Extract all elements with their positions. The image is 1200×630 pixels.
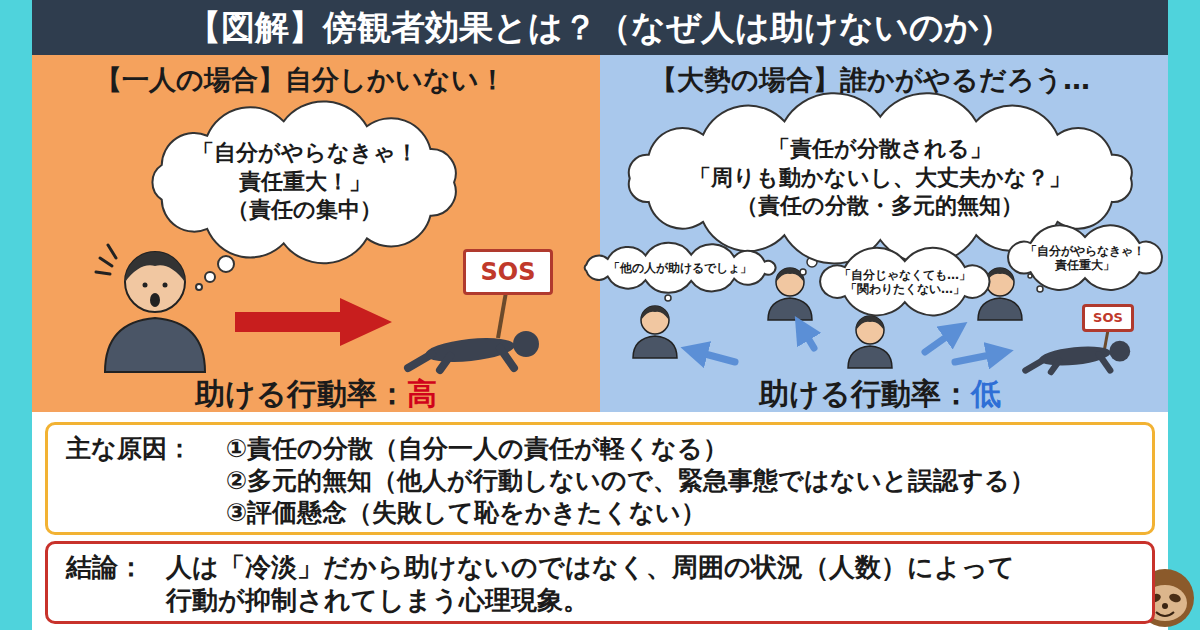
thought-text: 「自分じゃなくても…」 — [839, 268, 971, 282]
fallen-person — [408, 331, 539, 370]
thought-text: 「責任が分散される」 — [768, 135, 992, 164]
rate-text: 助ける行動率： — [195, 375, 407, 413]
sos-sign: SOS — [1082, 304, 1133, 332]
summary-ground — [32, 412, 1168, 630]
rate-text: 低 — [971, 375, 1001, 413]
box-heading: 主な原因： — [66, 433, 192, 464]
box-line: ①責任の分散（自分一人の責任が軽くなる） — [226, 433, 728, 464]
summary-box: 結論： 人は「冷淡」だから助けないのではなく、周囲の状況（人数）によって行動が抑制… — [45, 541, 1155, 624]
thought-bubble: 「他の人が助けるでしょ」 — [575, 246, 784, 290]
thought-text: 「周りも動かないし、大丈夫かな？」 — [689, 164, 1071, 193]
box-heading: 結論： — [66, 551, 144, 584]
box-line: ③評価懸念（失敗して恥をかきたくない） — [226, 497, 706, 528]
box-line: 行動が抑制されてしまう心理現象。 — [166, 584, 589, 617]
rate-text: 助ける行動率： — [759, 375, 971, 413]
fallen-person — [1025, 341, 1130, 372]
scene-panel: 「責任が分散される」「周りも動かないし、大丈夫かな？」（責任の分散・多元的無知）… — [600, 55, 1168, 412]
thought-text: 「自分がやらなきゃ！ — [1025, 244, 1145, 258]
helper-person — [105, 252, 205, 372]
thought-bubble: 「自分がやらなきゃ！責任重大！」（責任の集中） — [138, 103, 472, 262]
bystander — [848, 316, 892, 368]
thought-text: 責任重大」 — [1055, 258, 1115, 272]
thought-text: 「他の人が助けるでしょ」 — [608, 261, 752, 275]
sign-text: SOS — [480, 258, 535, 287]
sign-text: SOS — [1093, 310, 1123, 326]
page-title: 【図解】傍観者効果とは？（なぜ人は助けないのか） — [32, 0, 1168, 55]
bystander — [633, 306, 677, 358]
shock-marks — [96, 245, 116, 274]
summary-box: 主な原因： ①責任の分散（自分一人の責任が軽くなる）②多元的無知（他人が行動しない… — [45, 422, 1155, 535]
rate-text: 高 — [407, 375, 437, 413]
panel-heading: 【一人の場合】自分しかいない！ — [95, 63, 506, 97]
sos-sign: SOS — [463, 249, 553, 296]
look-arrows — [694, 328, 1000, 362]
thought-bubble: 「自分がやらなきゃ！責任重大」 — [996, 225, 1174, 290]
thought-text: （責任の分散・多元的無知） — [736, 192, 1023, 221]
title-bar — [32, 0, 1168, 55]
box-line: 人は「冷淡」だから助けないのではなく、周囲の状況（人数）によって — [166, 551, 1015, 584]
help-arrow — [235, 298, 392, 346]
cloud-shape — [585, 243, 776, 293]
single-panel-ground — [32, 55, 600, 412]
thought-text: （責任の集中） — [227, 196, 382, 225]
cloud-shape — [153, 101, 456, 263]
thought-text: 「関わりたくない…」 — [845, 282, 965, 296]
thought-bubble: 「自分じゃなくても…」「関わりたくない…」 — [808, 249, 1002, 314]
box-line: ②多元的無知（他人が行動しないので、緊急事態ではないと誤認する） — [226, 465, 1035, 496]
thought-trail — [196, 256, 234, 290]
scene-panel: 「自分がやらなきゃ！責任重大！」（責任の集中） SOS 【一人の場合】自分しかいない… — [32, 55, 600, 412]
cloud-shape — [820, 248, 989, 316]
panel-heading: 【大勢の場合】誰かがやるだろう… — [650, 63, 1090, 97]
thought-text: 「自分がやらなきゃ！ — [192, 139, 418, 168]
thought-text: 責任重大！」 — [239, 168, 371, 197]
sign-pole — [498, 292, 506, 338]
bystander — [768, 268, 812, 320]
cloud-shape — [1008, 226, 1162, 291]
crowd-panel-ground — [600, 55, 1168, 412]
